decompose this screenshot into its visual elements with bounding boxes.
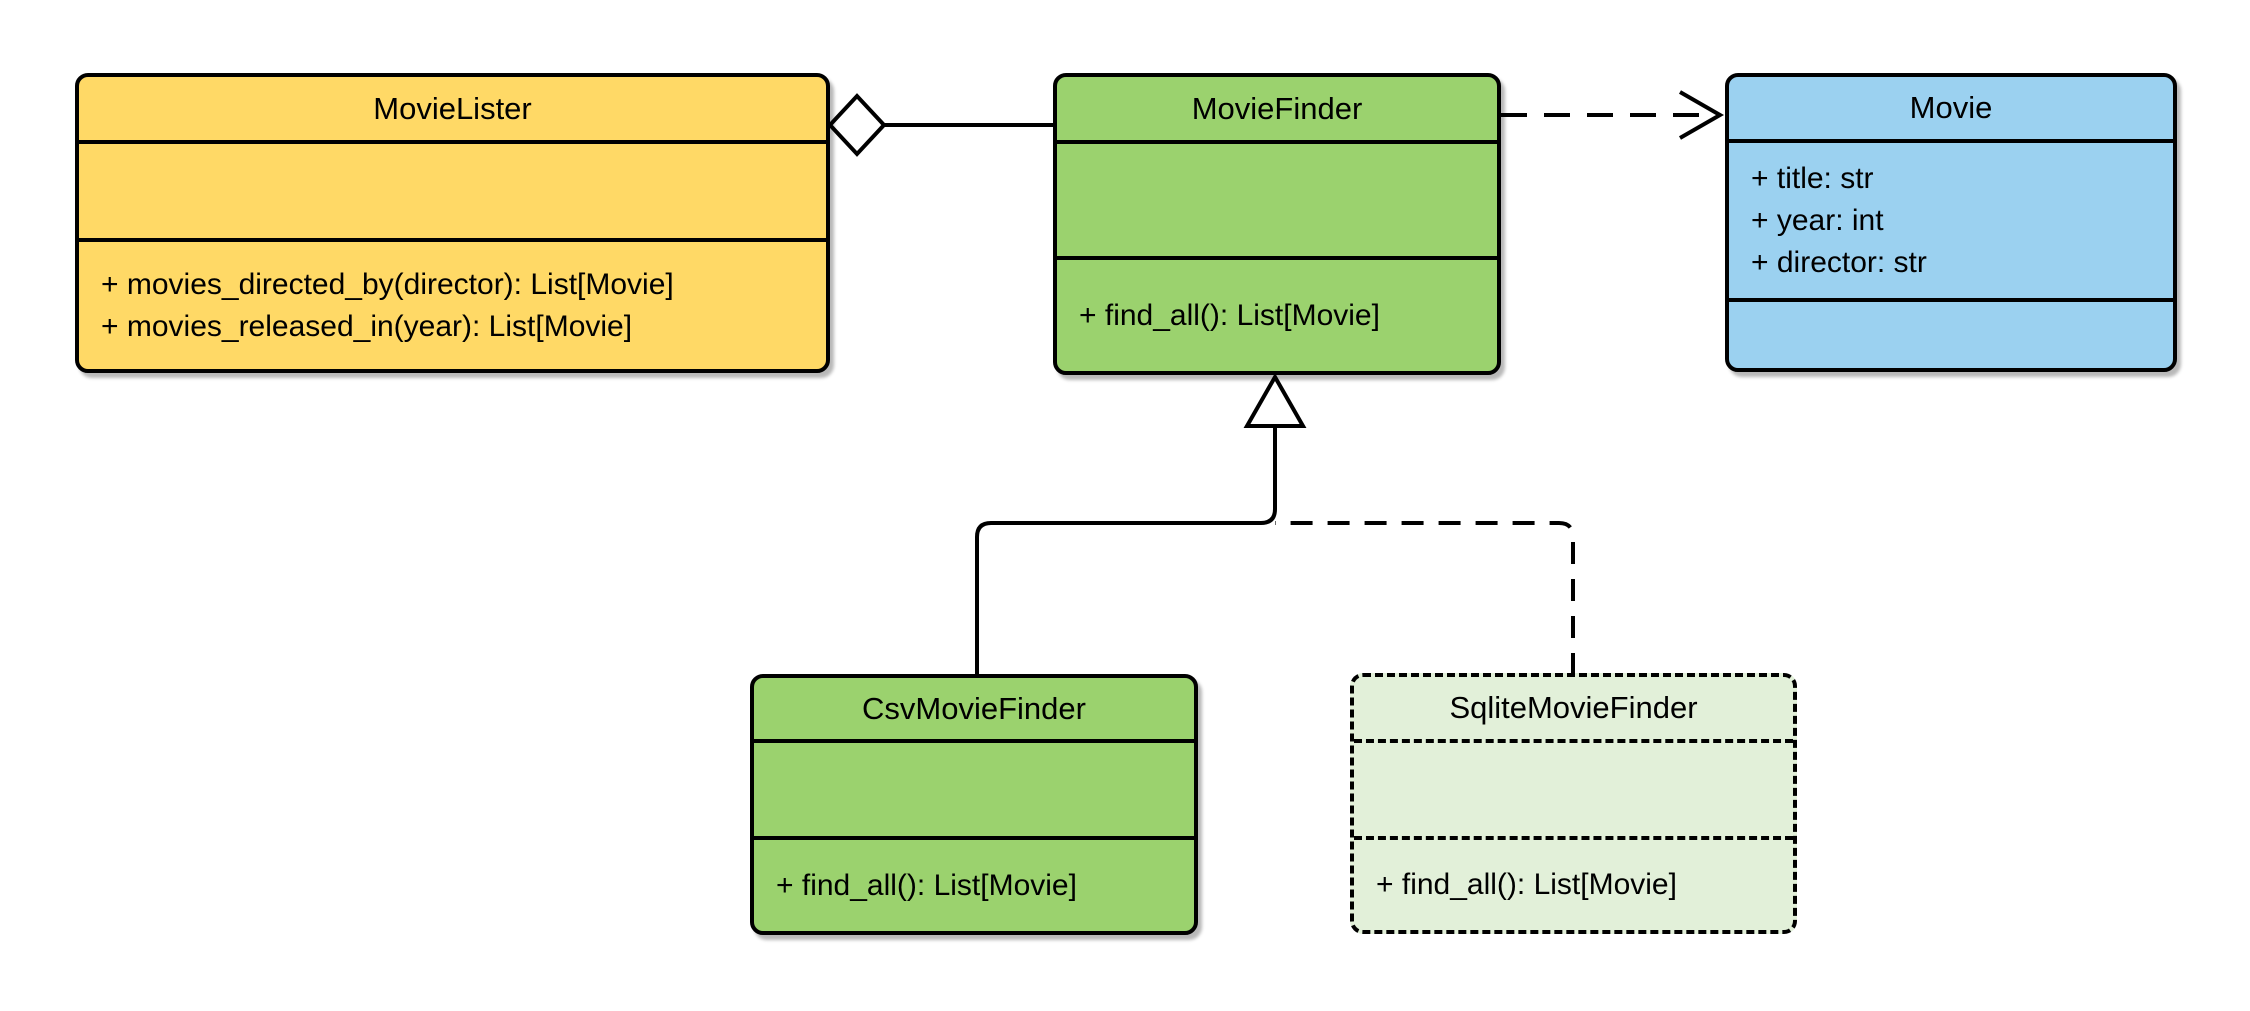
method-label: + find_all(): List[Movie]	[1079, 298, 1380, 332]
dependency-connector-moviefinder-movie[interactable]	[1501, 90, 1725, 140]
class-title: CsvMovieFinder	[862, 690, 1086, 726]
class-title: SqliteMovieFinder	[1449, 690, 1698, 725]
class-title: MovieLister	[373, 90, 532, 126]
class-movielister-header: MovieLister	[79, 77, 826, 144]
class-csvmoviefinder-header: CsvMovieFinder	[754, 678, 1194, 743]
generalization-connector-sqlitemoviefinder-moviefinder[interactable]	[1275, 521, 1575, 675]
class-movielister-attributes	[79, 144, 826, 242]
attribute-label: + director: str	[1751, 245, 1927, 279]
class-sqlitemoviefinder-attributes	[1354, 743, 1793, 840]
class-movie-methods	[1729, 302, 2173, 368]
method-label: + find_all(): List[Movie]	[776, 868, 1077, 902]
class-movie-header: Movie	[1729, 77, 2173, 143]
method-label: + movies_released_in(year): List[Movie]	[101, 309, 633, 343]
open-arrowhead-icon	[1679, 90, 1725, 140]
class-movielister[interactable]: MovieLister + movies_directed_by(directo…	[75, 73, 830, 373]
method-label: + find_all(): List[Movie]	[1376, 868, 1677, 901]
class-movie[interactable]: Movie + title: str + year: int + directo…	[1725, 73, 2177, 372]
method-label: + movies_directed_by(director): List[Mov…	[101, 267, 674, 301]
class-csvmoviefinder-attributes	[754, 743, 1194, 840]
class-csvmoviefinder-methods: + find_all(): List[Movie]	[754, 840, 1194, 931]
class-title: MovieFinder	[1191, 90, 1363, 126]
aggregation-diamond-icon	[827, 93, 887, 157]
class-sqlitemoviefinder-methods: + find_all(): List[Movie]	[1354, 840, 1793, 930]
class-sqlitemoviefinder[interactable]: SqliteMovieFinder + find_all(): List[Mov…	[1350, 673, 1797, 934]
class-moviefinder-header: MovieFinder	[1057, 77, 1497, 144]
class-moviefinder-attributes	[1057, 144, 1497, 260]
aggregation-connector-movielister-moviefinder[interactable]	[827, 93, 1055, 157]
class-moviefinder-methods: + find_all(): List[Movie]	[1057, 260, 1497, 371]
class-sqlitemoviefinder-header: SqliteMovieFinder	[1354, 677, 1793, 743]
class-movie-attributes: + title: str + year: int + director: str	[1729, 143, 2173, 302]
generalization-connector-csvmoviefinder-moviefinder[interactable]	[975, 372, 1307, 676]
class-title: Movie	[1909, 90, 1993, 125]
class-movielister-methods: + movies_directed_by(director): List[Mov…	[79, 242, 826, 369]
class-moviefinder[interactable]: MovieFinder + find_all(): List[Movie]	[1053, 73, 1501, 375]
inheritance-triangle-icon	[1243, 372, 1307, 428]
class-csvmoviefinder[interactable]: CsvMovieFinder + find_all(): List[Movie]	[750, 674, 1198, 935]
attribute-label: + title: str	[1751, 161, 1874, 195]
attribute-label: + year: int	[1751, 203, 1884, 237]
